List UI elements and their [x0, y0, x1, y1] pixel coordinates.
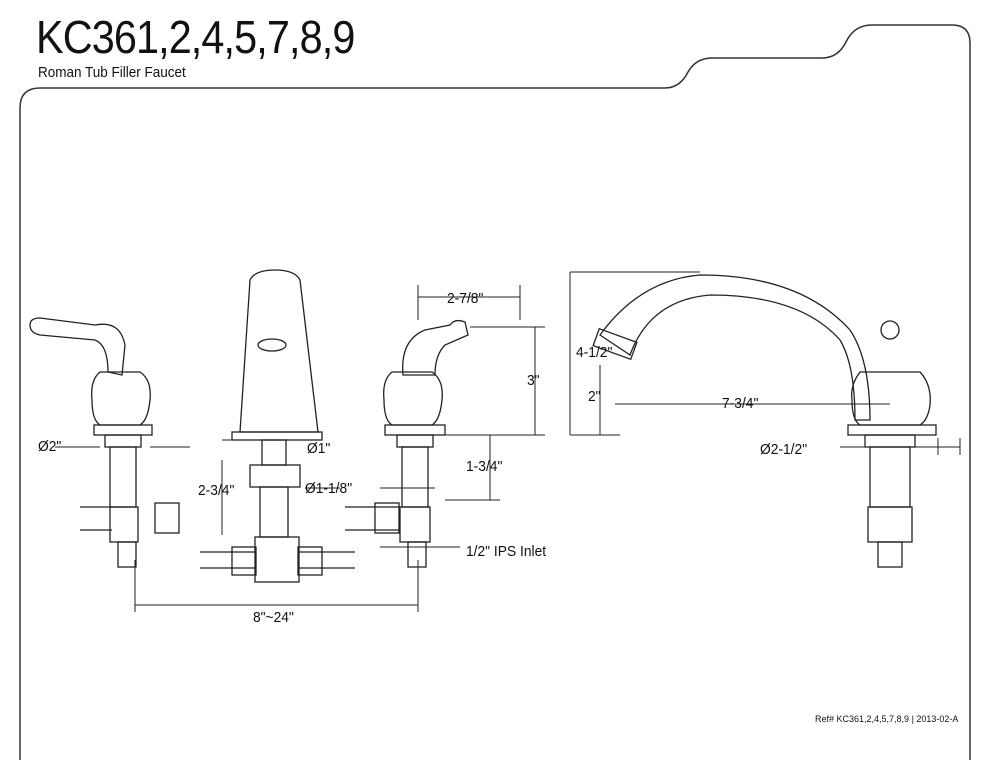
spout-base-dia-label: Ø1" [307, 440, 331, 457]
spout-offset-label: 2-7/8" [447, 290, 484, 307]
frame-border [19, 24, 971, 760]
side-base-dia-label: Ø2-1/2" [760, 441, 808, 458]
reference-number: Ref# KC361,2,4,5,7,8,9 | 2013-02-A [815, 714, 959, 724]
handle-base-dia-label: Ø2" [38, 438, 62, 455]
center-spout [200, 269, 355, 583]
model-title: KC361,2,4,5,7,8,9 [36, 11, 355, 63]
inlet-label: 1/2" IPS Inlet [466, 543, 547, 560]
shank-length-label: 1-3/4" [466, 458, 503, 475]
dimension-lines [55, 271, 961, 612]
shank-dia-label: Ø1-1/8" [305, 480, 353, 497]
left-handle [29, 317, 153, 568]
product-subtitle: Roman Tub Filler Faucet [38, 64, 186, 81]
spout-clearance-label: 2" [588, 388, 601, 405]
side-view-faucet [592, 274, 937, 568]
spout-reach-label: 7-3/4" [722, 395, 759, 412]
spread-label: 8"~24" [253, 609, 294, 626]
handle-height-label: 3" [527, 372, 540, 389]
riser-height-label: 2-3/4" [198, 482, 235, 499]
right-handle [154, 319, 469, 568]
overall-height-label: 4-1/2" [576, 344, 613, 361]
